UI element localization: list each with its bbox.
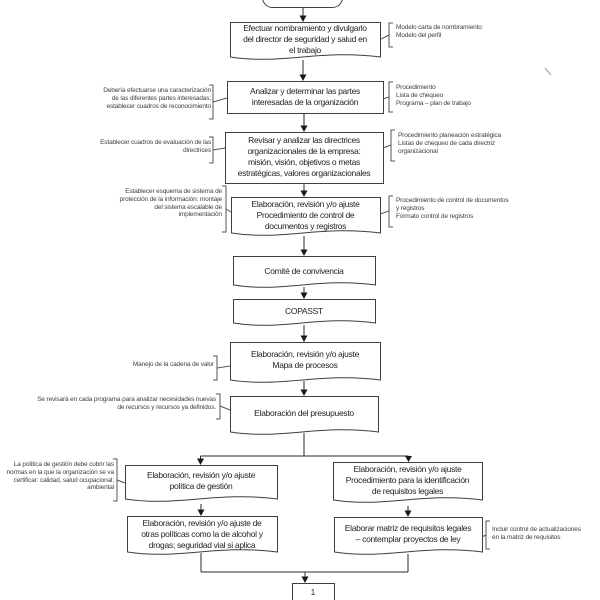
efectuar-nombramiento-shape [230,22,381,60]
off-page-connector-shape [292,583,335,600]
analizar-partes-interesadas-label: Analizar y determinar las partes interes… [250,86,360,107]
annotation-revision-programa: Se revisará en cada programa para analiz… [37,396,216,411]
mapa-procesos-label: Elaboración, revisión y/o ajuste Mapa de… [250,349,360,370]
annotation-caracterizacion: Debería efectuarse una caracterización d… [103,87,211,110]
control-documentos-registros-shape [231,197,381,236]
copasst-label: COPASST [285,306,323,316]
annotation-brackets-right [379,22,490,550]
politica-gestion-shape [125,465,278,502]
annotation-cuadros-evaluacion: Establecer cuadros de evaluación de las … [100,139,211,154]
revisar-directrices-shape [225,132,384,184]
annotation-control-documentos: Procedimiento de control de documentos y… [396,197,509,220]
otras-politicas-shape [127,516,278,555]
revisar-directrices-label: Revisar y analizar las directrices organ… [237,135,371,178]
annotation-politica-normas: La política de gestión debe cubrir las n… [6,461,115,492]
flow-arrows [197,8,412,583]
annotation-control-actualizaciones: Incluir control de actualizaciones en la… [492,526,581,541]
annotation-proteccion-informacion: Establecer esquema de sistema de protecc… [119,188,223,219]
comite-convivencia-shape [233,256,376,288]
annotation-procedimiento-lista: Procedimiento Lista de chequeo Programa … [396,84,471,107]
matriz-requisitos-legales-label: Elaborar matriz de requisitos legales – … [344,523,472,544]
annotation-brackets-left [113,84,232,502]
elaboracion-presupuesto-label: Elaboración del presupuesto [254,408,354,418]
elaboracion-presupuesto-shape [230,396,379,435]
comite-convivencia-label: Comité de convivencia [264,266,344,276]
otras-politicas-label: Elaboración, revisión y/o ajuste de otra… [141,518,263,550]
start-terminator-shape [262,0,343,8]
annotation-modelo-carta: Modelo carta de nombramiento Modelo del … [396,24,482,39]
identificacion-requisitos-legales-shape [333,462,483,503]
annotation-cadena-valor: Manejo de la cadena de valor [132,361,214,368]
stray-mark [544,67,552,76]
mapa-procesos-shape [230,342,381,383]
control-documentos-registros-label: Elaboración, revisión y/o ajuste Procedi… [251,199,360,231]
efectuar-nombramiento-label: Efectuar nombramiento y divulgarlo del d… [243,23,367,55]
identificacion-requisitos-legales-label: Elaboración, revisión y/o ajuste Procedi… [345,464,470,496]
analizar-partes-interesadas-shape [227,81,384,114]
annotation-planeacion-estrategica: Procedimiento planeación estratégica Lis… [398,132,501,155]
off-page-connector-label: 1 [310,588,316,597]
matriz-requisitos-legales-shape [334,517,483,555]
politica-gestion-label: Elaboración, revisión y/o ajuste polític… [146,470,256,491]
copasst-shape [233,299,376,326]
